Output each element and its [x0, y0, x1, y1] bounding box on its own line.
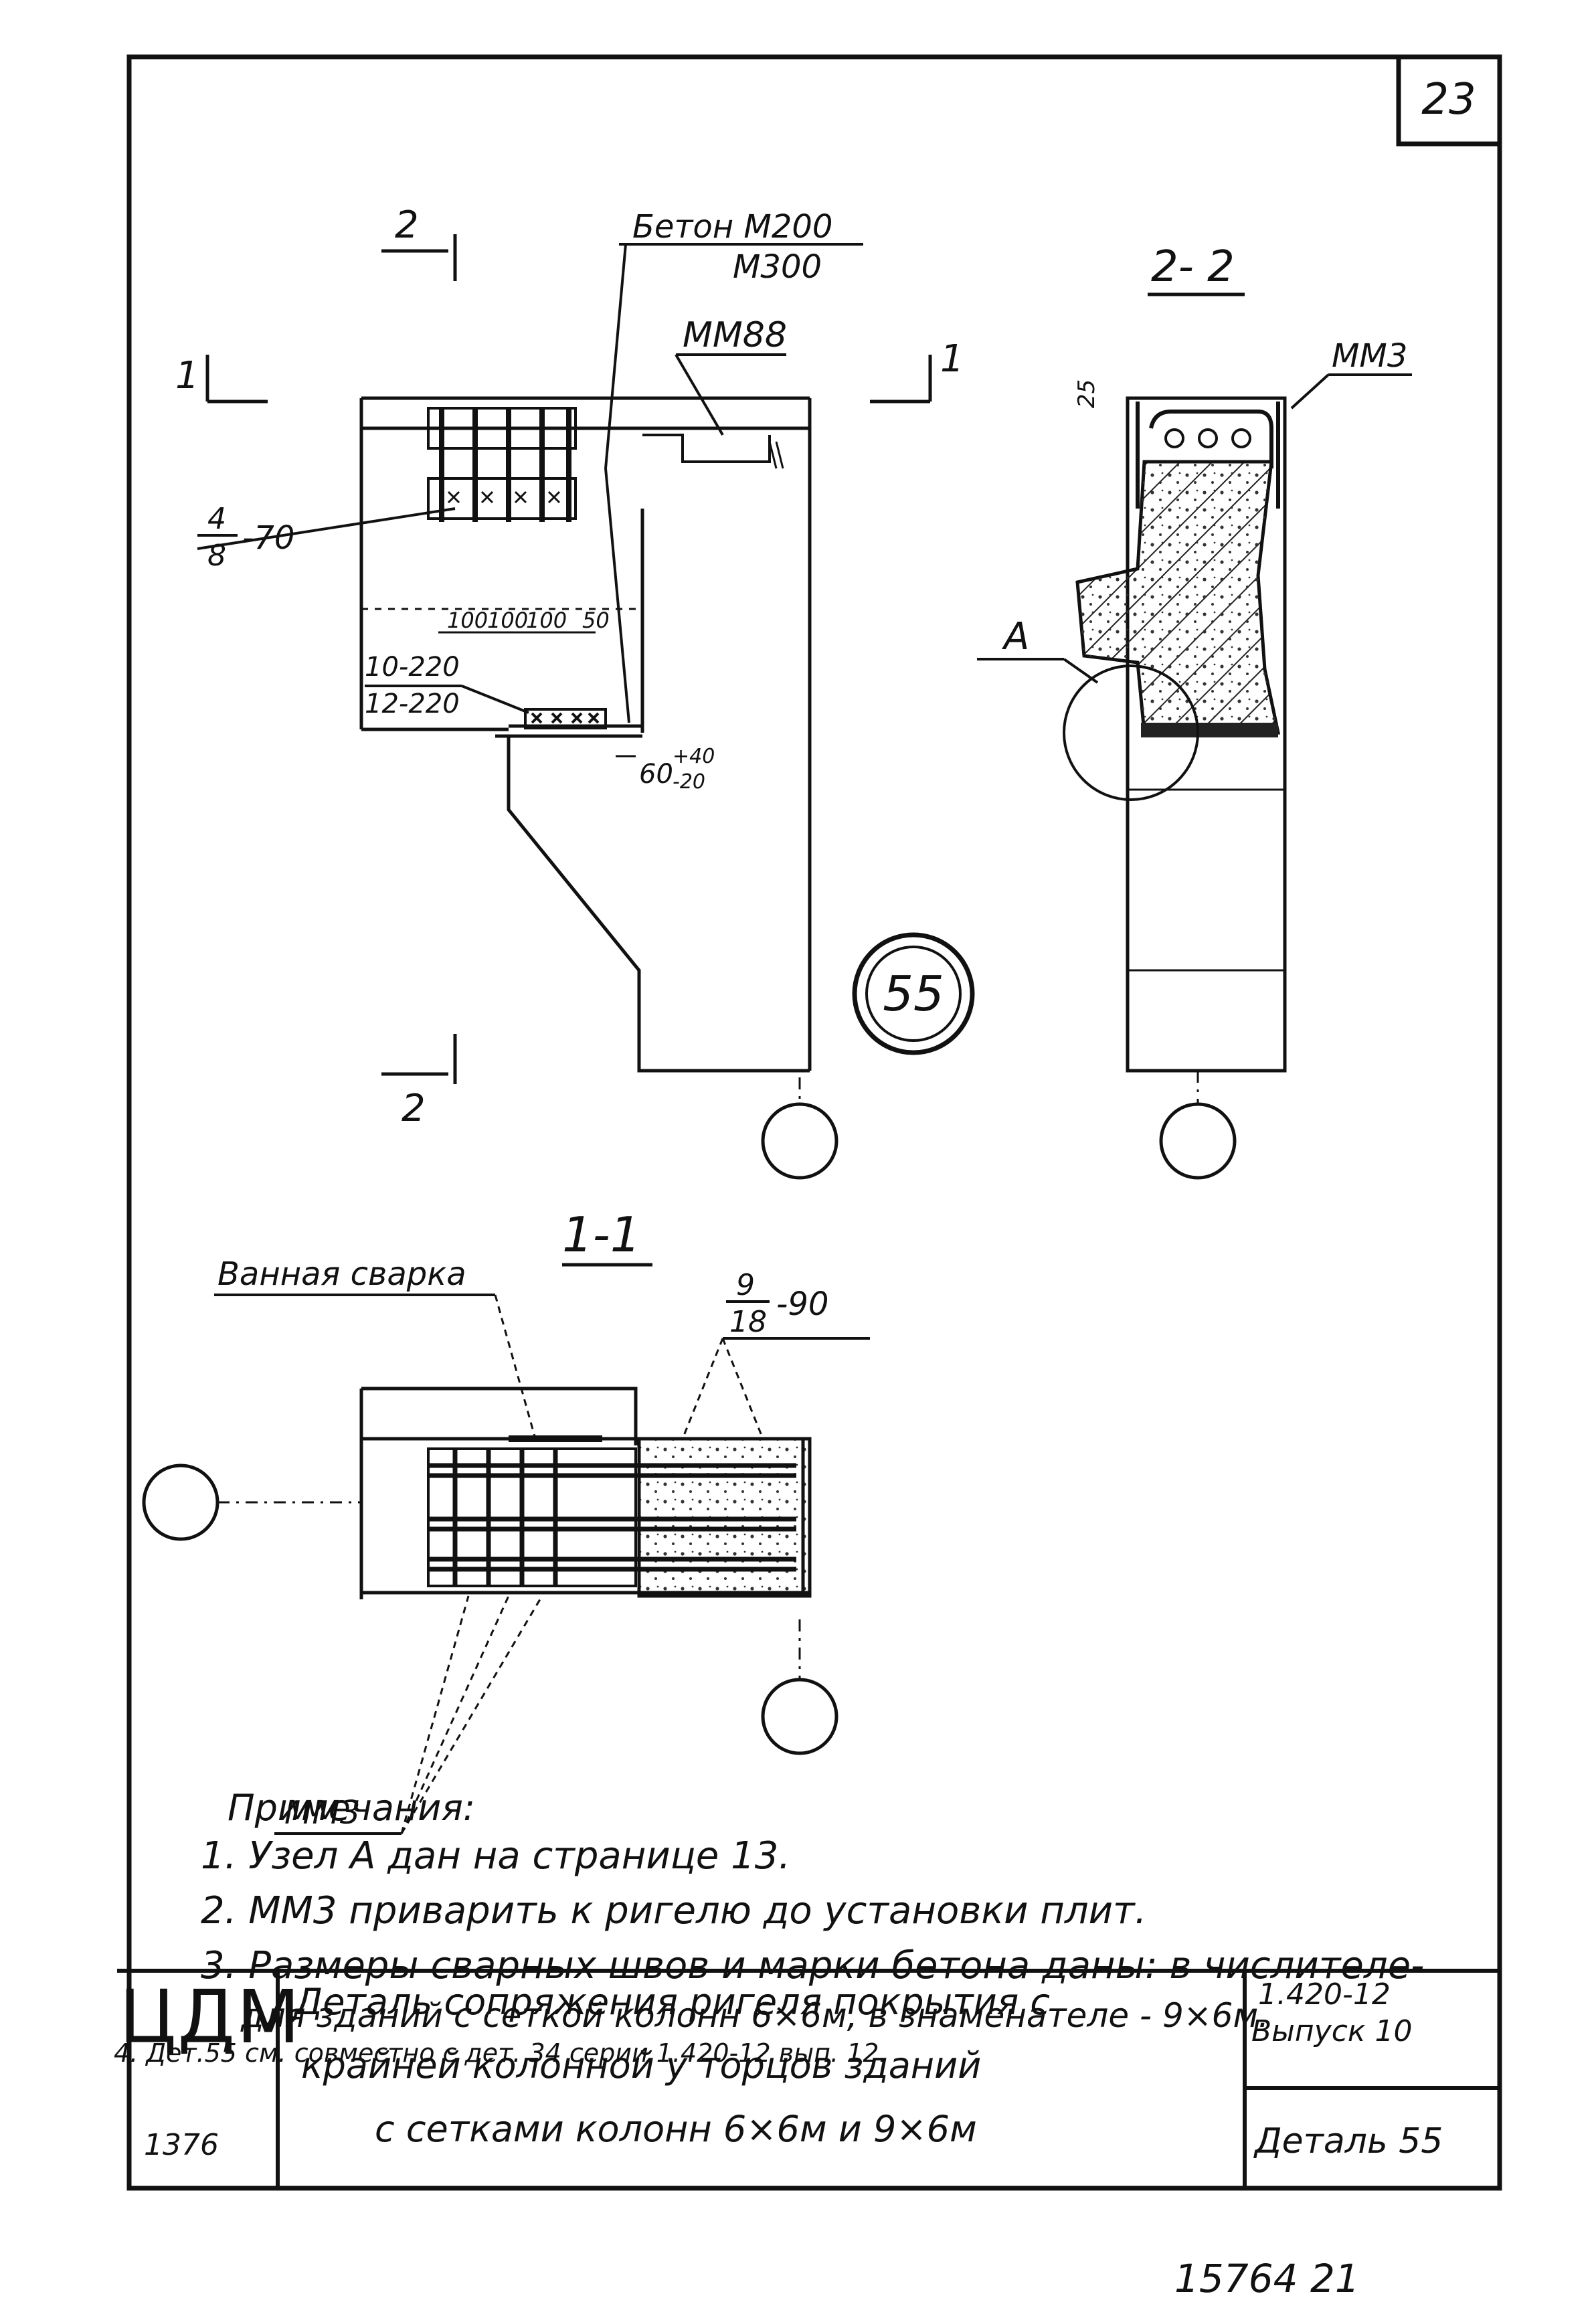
note-1: 1. Узел А дан на странице 13. [201, 1834, 791, 1878]
node-a-circle [1063, 664, 1199, 801]
weld-leader [461, 685, 529, 714]
title-line-3: с сетками колонн 6×6м и 9×6м [375, 2108, 977, 2150]
bath-weld-label: Ванная сварка [217, 1255, 466, 1293]
axis-circle [1159, 1102, 1237, 1180]
frac-suffix: -90 [776, 1285, 828, 1323]
dim-100b: 100 [487, 608, 528, 633]
gap-base: 60 [639, 759, 673, 790]
notes-heading: Примечания: [228, 1787, 476, 1829]
concrete-leader [604, 244, 627, 469]
elevation-view [359, 396, 812, 1073]
section-11-title: 1-1 [562, 1207, 641, 1263]
cut1-left: 1 [175, 354, 199, 397]
org-logo: ЦДМ [119, 1974, 302, 2060]
detail-marker-outer [852, 932, 975, 1055]
node-a-label: А [1002, 615, 1029, 658]
mm3-plan-label: ММ3 [284, 1794, 360, 1832]
title-block-frame [117, 1969, 1500, 2188]
detail-number: Деталь 55 [1255, 2121, 1443, 2161]
sheet-frame [126, 54, 1502, 2191]
title-line-2: крайней колонной у торцов зданий [301, 2044, 982, 2087]
section-22-title: 2- 2 [1151, 242, 1235, 292]
section-22-mm3 [1136, 402, 1280, 509]
frac-bottom: 18 [729, 1305, 767, 1339]
mm3-section-label: ММ3 [1332, 337, 1407, 375]
frac-top: 9 [736, 1268, 755, 1302]
note-3: 3. Размеры сварных швов и марки бетона д… [201, 1944, 1425, 1987]
dim-100a: 100 [447, 608, 488, 633]
note-3-continued: для зданий с сеткой колонн 6×6м, в знаме… [241, 1996, 1269, 2035]
mm88-label: ММ88 [683, 315, 787, 355]
rib-leader [197, 507, 456, 550]
page-number-box [1396, 54, 1502, 147]
cut2-bottom: 2 [402, 1087, 426, 1130]
dim-100c: 100 [526, 608, 567, 633]
gap-plus: +40 [673, 745, 715, 768]
axis-circle [761, 1102, 838, 1180]
org-code: 1376 [144, 2128, 219, 2162]
gap-minus: -20 [673, 770, 705, 794]
rib-top: 4 [207, 502, 226, 536]
series-number: 1.420-12 [1258, 1977, 1391, 2012]
axis-circle [761, 1678, 838, 1755]
mm88-leader [675, 353, 724, 436]
weld-top: 10-220 [365, 652, 460, 683]
note-2: 2. ММ3 приварить к ригелю до установки п… [201, 1889, 1147, 1933]
detail-marker-number: 55 [883, 966, 944, 1022]
rib-bottom: 8 [207, 539, 226, 573]
detail-marker-inner [865, 946, 962, 1042]
cut-markers [205, 234, 932, 1084]
cut1-right: 1 [940, 337, 964, 381]
notes-block: Примечания: 1. Узел А дан на странице 13… [114, 1787, 1472, 2068]
issue-number: Выпуск 10 [1251, 2014, 1413, 2048]
archive-stamp: 15764 21 [1174, 2256, 1360, 2301]
title-line-1: Деталь сопряжения ригеля покрытия с [294, 1981, 1051, 2023]
note-footnote: 4. Дет.55 см. совместно с дет. 34 серии … [114, 2038, 887, 2068]
dim-lines [438, 631, 636, 758]
dim-25: 25 [1073, 379, 1100, 408]
weld-bottom: 12-220 [365, 689, 460, 719]
stirrups [427, 407, 577, 522]
dim-50: 50 [582, 608, 610, 633]
cut2-top: 2 [395, 203, 419, 247]
page-number: 23 [1421, 75, 1476, 124]
concrete-grade-top: Бетон М200 [632, 208, 832, 246]
axis-circle [142, 1463, 219, 1541]
rib-suffix: -70 [242, 519, 294, 557]
concrete-grade-bottom: М300 [733, 248, 822, 286]
section-22 [1126, 396, 1287, 1073]
weld-plate [524, 708, 607, 729]
section-11-bars [427, 1447, 796, 1587]
